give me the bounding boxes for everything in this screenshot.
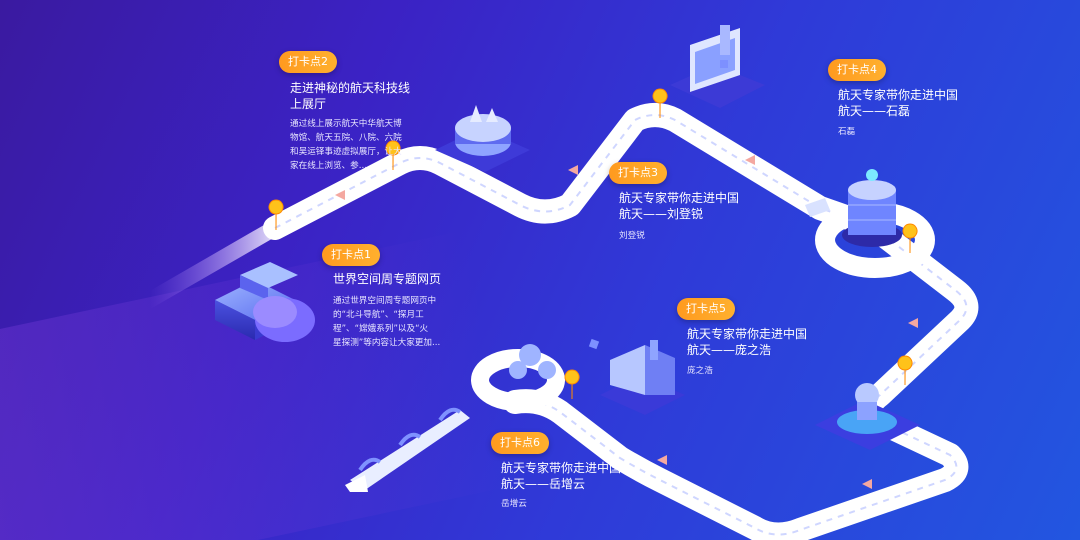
title-line: 航天——岳增云 xyxy=(501,477,586,491)
desc-line: 程”、“嫦娥系列”以及“火 xyxy=(333,324,429,334)
location-pin-icons xyxy=(268,88,918,400)
exhibition-hall-icon xyxy=(435,105,530,172)
checkpoint-5-title[interactable]: 航天专家带你走进中国 航天——庞之浩 xyxy=(687,326,807,358)
vehicle-icon xyxy=(805,198,830,217)
desc-line: 和吴运铎事迹虚拟展厅，让大 xyxy=(290,147,402,157)
server-cloud-icon xyxy=(215,262,315,342)
desc-line: 的“北斗导航”、“探月工 xyxy=(333,310,424,320)
checkpoint-5-expert-name: 庞之浩 xyxy=(687,366,713,376)
desc-line: 通过世界空间周专题网页中 xyxy=(333,296,437,306)
desc-line: 通过线上展示航天中华航天博 xyxy=(290,119,402,129)
title-line: 航天专家带你走进中国 xyxy=(501,461,622,475)
checkpoint-3-badge[interactable]: 打卡点3 xyxy=(609,162,667,184)
title-line: 上展厅 xyxy=(290,97,327,111)
train-icon xyxy=(345,407,470,492)
checkpoint-4-expert-name: 石磊 xyxy=(838,127,856,137)
data-tower-icon xyxy=(842,169,902,247)
checkpoint-3-title[interactable]: 航天专家带你走进中国 航天——刘登锐 xyxy=(619,190,739,222)
title-line: 航天——庞之浩 xyxy=(687,343,772,357)
checkpoint-6-title[interactable]: 航天专家带你走进中国 航天——岳增云 xyxy=(501,460,621,492)
checkpoint-1-badge[interactable]: 打卡点1 xyxy=(322,244,380,266)
title-line: 航天——石磊 xyxy=(838,104,911,118)
title-line: 航天专家带你走进中国 xyxy=(838,88,959,102)
checkpoint-2-title[interactable]: 走进神秘的航天科技线 上展厅 xyxy=(290,80,410,112)
decorative-cubes xyxy=(588,60,728,350)
dashboard-screen-icon xyxy=(670,25,765,108)
checkpoint-3-expert-name: 刘登锐 xyxy=(619,231,645,241)
roundabout-6 xyxy=(471,349,565,411)
molecule-icon xyxy=(509,344,556,379)
title-line: 航天专家带你走进中国 xyxy=(687,327,808,341)
desc-line: 家在线上浏览、参... xyxy=(290,161,367,171)
checkpoint-2-badge[interactable]: 打卡点2 xyxy=(279,51,337,73)
title-line: 航天——刘登锐 xyxy=(619,207,704,221)
desc-line: 星探测”等内容让大家更加... xyxy=(333,338,441,348)
robot-platform-icon xyxy=(815,383,920,450)
road-arrows xyxy=(335,155,918,489)
checkpoint-1-title[interactable]: 世界空间周专题网页 xyxy=(333,272,442,286)
factory-building-icon xyxy=(600,340,685,415)
checkpoint-5-badge[interactable]: 打卡点5 xyxy=(677,298,735,320)
checkpoint-4-title[interactable]: 航天专家带你走进中国 航天——石磊 xyxy=(838,87,958,119)
checkpoint-6-expert-name: 岳增云 xyxy=(501,499,527,509)
checkpoint-6-badge[interactable]: 打卡点6 xyxy=(491,432,549,454)
title-line: 航天专家带你走进中国 xyxy=(619,191,740,205)
title-line: 走进神秘的航天科技线 xyxy=(290,81,411,95)
checkpoint-1-description: 通过世界空间周专题网页中 的“北斗导航”、“探月工 程”、“嫦娥系列”以及“火 … xyxy=(333,294,440,350)
checkpoint-2-description: 通过线上展示航天中华航天博 物馆、航天五院、八院、六院 和吴运铎事迹虚拟展厅，让… xyxy=(290,117,402,173)
desc-line: 物馆、航天五院、八院、六院 xyxy=(290,133,402,143)
road-glow xyxy=(142,217,288,308)
checkpoint-4-badge[interactable]: 打卡点4 xyxy=(828,59,886,81)
